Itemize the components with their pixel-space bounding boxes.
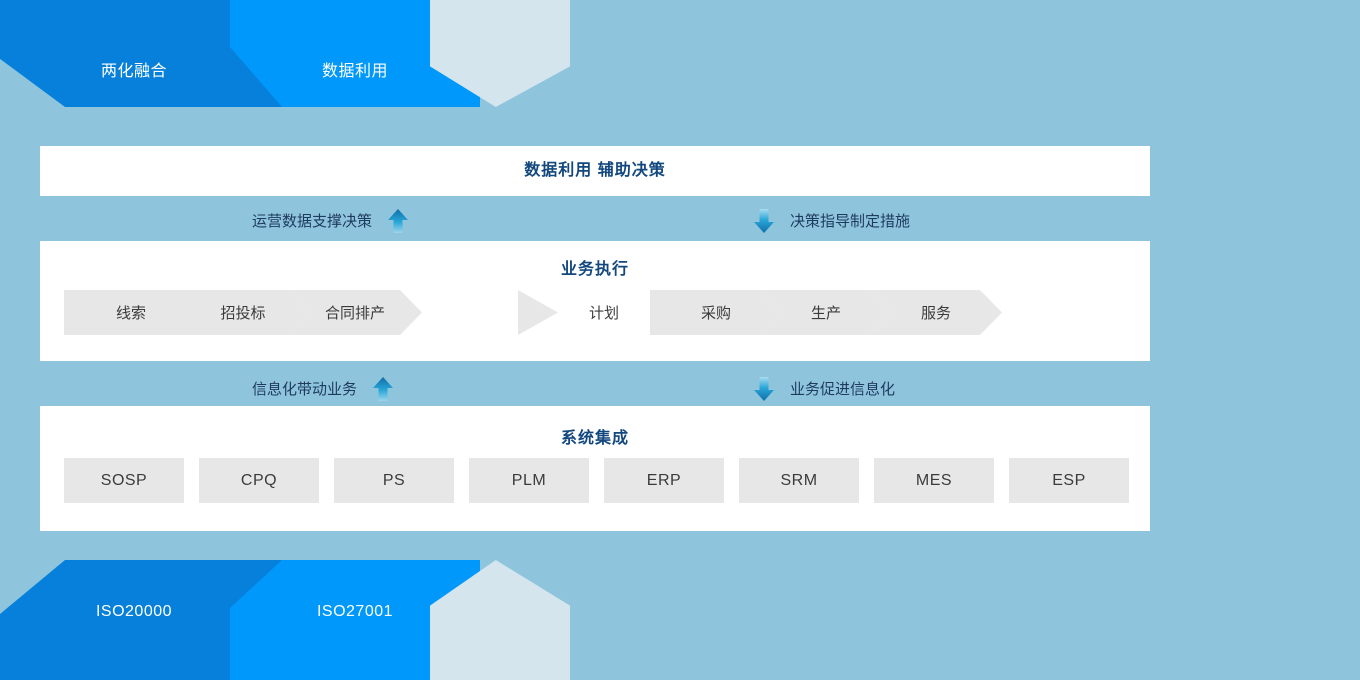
system-box-sosp-label: SOSP bbox=[100, 471, 148, 489]
connector-row-top: 运营数据支撑决策 bbox=[40, 198, 1150, 243]
arrow-up-icon bbox=[371, 375, 395, 403]
system-box-plm[interactable]: PLM bbox=[469, 458, 589, 503]
system-box-cpq[interactable]: CPQ bbox=[199, 458, 319, 503]
system-box-esp[interactable]: ESP bbox=[1009, 458, 1129, 503]
bottom-banner: ISO20000 ISO27001 bbox=[0, 560, 1360, 680]
connector-bottom-left-label: 信息化带动业务 bbox=[252, 381, 358, 398]
flow-step-jihua[interactable]: 计划 bbox=[558, 290, 650, 335]
connector-bottom-right-label: 业务促进信息化 bbox=[790, 381, 896, 398]
system-box-ps-label: PS bbox=[382, 471, 406, 489]
connector-bottom-left: 信息化带动业务 bbox=[252, 375, 395, 403]
system-box-erp-label: ERP bbox=[646, 471, 682, 489]
top-banner: 两化融合 数据利用 bbox=[0, 0, 1360, 107]
flow-step-caigou-label: 采购 bbox=[700, 305, 731, 322]
connector-top-left: 运营数据支撑决策 bbox=[252, 207, 410, 235]
system-box-ps[interactable]: PS bbox=[334, 458, 454, 503]
business-panel-title: 业务执行 bbox=[560, 261, 629, 278]
business-flow-left-group: 线索 招投标 合同排产 bbox=[64, 290, 422, 335]
flow-step-xiansuo-label: 线索 bbox=[115, 305, 146, 322]
arrow-down-icon bbox=[752, 375, 776, 403]
flow-step-hetongpaichan[interactable]: 合同排产 bbox=[288, 290, 422, 335]
systems-list: SOSP CPQ PS PLM ERP SRM MES ESP bbox=[64, 458, 1129, 503]
arrow-down-icon bbox=[752, 207, 776, 235]
flow-step-shengchan-label: 生产 bbox=[810, 305, 841, 322]
flow-step-hetongpaichan-label: 合同排产 bbox=[324, 305, 385, 322]
system-box-srm[interactable]: SRM bbox=[739, 458, 859, 503]
top-banner-item-2-label: 数据利用 bbox=[321, 62, 388, 80]
flow-step-shengchan[interactable]: 生产 bbox=[760, 290, 892, 335]
bottom-banner-item-2-label: ISO27001 bbox=[316, 603, 394, 620]
arrow-up-icon bbox=[386, 207, 410, 235]
flow-step-xiansuo[interactable]: 线索 bbox=[64, 290, 198, 335]
system-box-srm-label: SRM bbox=[780, 471, 818, 489]
system-box-erp[interactable]: ERP bbox=[604, 458, 724, 503]
systems-panel-title: 系统集成 bbox=[560, 430, 629, 447]
system-box-cpq-label: CPQ bbox=[240, 471, 278, 489]
connector-row-bottom: 信息化带动业务 bbox=[40, 366, 1150, 411]
system-box-mes-label: MES bbox=[915, 471, 953, 489]
business-panel: 业务执行 线索 招投标 合同排产 计划 采购 bbox=[40, 241, 1150, 361]
flow-step-zhaotoubiao[interactable]: 招投标 bbox=[176, 290, 310, 335]
flow-step-zhaotoubiao-label: 招投标 bbox=[220, 305, 266, 322]
top-banner-item-1-label: 两化融合 bbox=[100, 62, 167, 80]
flow-step-jihua-label: 计划 bbox=[588, 305, 619, 322]
decision-panel-title: 数据利用 辅助决策 bbox=[524, 162, 666, 179]
flow-step-fuwu-label: 服务 bbox=[920, 305, 951, 322]
system-box-sosp[interactable]: SOSP bbox=[64, 458, 184, 503]
connector-top-right-label: 决策指导制定措施 bbox=[790, 213, 911, 230]
bottom-banner-item-1-label: ISO20000 bbox=[95, 603, 173, 620]
flow-step-fuwu[interactable]: 服务 bbox=[870, 290, 1002, 335]
connector-top-left-label: 运营数据支撑决策 bbox=[252, 213, 373, 230]
business-flow-right-group: 计划 采购 生产 服务 bbox=[518, 290, 1002, 335]
system-box-mes[interactable]: MES bbox=[874, 458, 994, 503]
flow-arrowhead-icon bbox=[518, 290, 558, 335]
system-box-esp-label: ESP bbox=[1052, 471, 1086, 489]
system-box-plm-label: PLM bbox=[511, 471, 547, 489]
decision-panel: 数据利用 辅助决策 bbox=[40, 146, 1150, 196]
connector-top-right: 决策指导制定措施 bbox=[752, 207, 910, 235]
flow-step-caigou[interactable]: 采购 bbox=[650, 290, 782, 335]
systems-panel: 系统集成 SOSP CPQ PS PLM ERP SRM MES ESP bbox=[40, 406, 1150, 531]
connector-bottom-right: 业务促进信息化 bbox=[752, 375, 895, 403]
business-flow: 线索 招投标 合同排产 计划 采购 生产 bbox=[64, 290, 1002, 335]
business-flow-gap bbox=[422, 290, 518, 335]
